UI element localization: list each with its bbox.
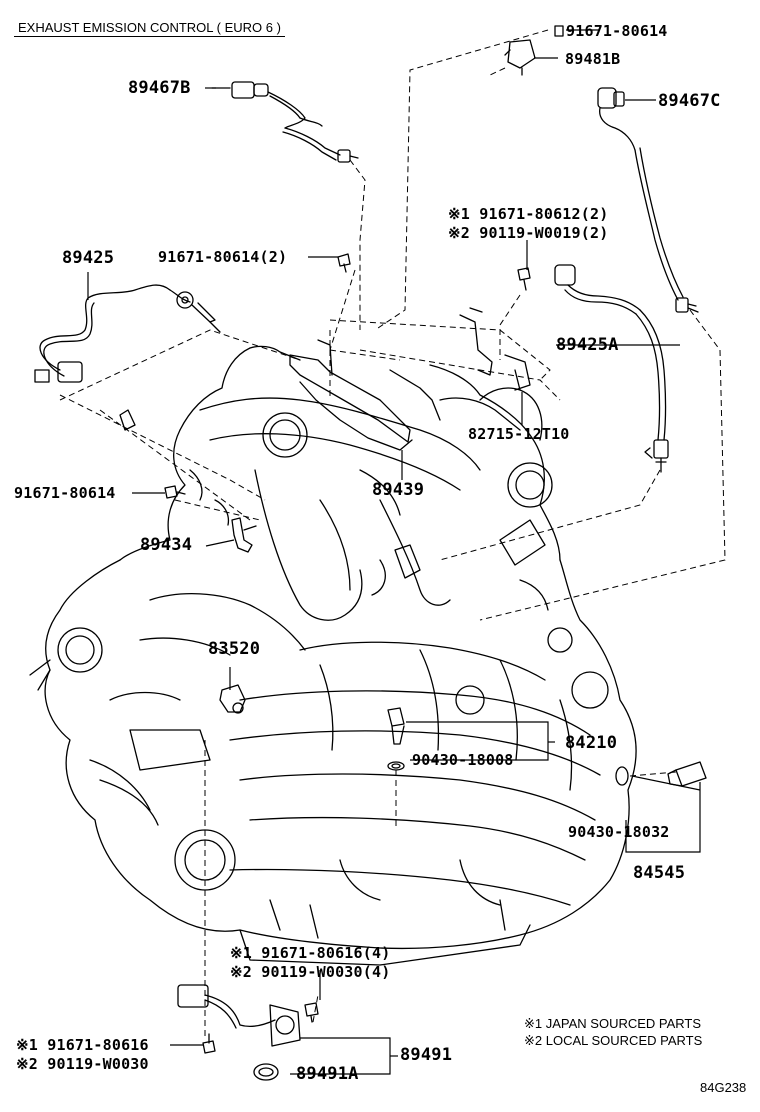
part-label-89467c[interactable]: 89467C xyxy=(658,91,721,111)
part-label-83520[interactable]: 83520 xyxy=(208,639,261,659)
sensor-89425a-drawing xyxy=(554,264,669,473)
part-label-90430-18032[interactable]: 90430-18032 xyxy=(568,823,670,841)
bracket-89439-drawing xyxy=(289,307,531,451)
part-label-89491a[interactable]: 89491A xyxy=(296,1064,359,1084)
sensor-84210-drawing xyxy=(387,707,405,771)
part-label-90430-18008[interactable]: 90430-18008 xyxy=(412,751,514,769)
sensor-89481b-drawing xyxy=(504,25,564,76)
diagram-title: EXHAUST EMISSION CONTROL ( EURO 6 ) xyxy=(14,20,285,37)
dashed-reference-lines xyxy=(59,29,726,1040)
part-label-89434[interactable]: 89434 xyxy=(140,535,193,555)
leader-lines xyxy=(87,29,701,1075)
bracket-89434-drawing xyxy=(119,409,257,553)
legend-local-sourced: ※2 LOCAL SOURCED PARTS xyxy=(524,1033,703,1048)
part-label-91671-80616[interactable]: ※1 91671-80616 xyxy=(16,1036,149,1054)
sensor-89491-drawing xyxy=(177,984,301,1081)
part-label-89425a[interactable]: 89425A xyxy=(556,335,619,355)
legend-japan-sourced: ※1 JAPAN SOURCED PARTS xyxy=(524,1016,702,1031)
part-label-91671-80616-4[interactable]: ※1 91671-80616(4) xyxy=(230,944,391,962)
part-label-84545[interactable]: 84545 xyxy=(633,863,686,883)
bolt-drawings xyxy=(164,253,531,1054)
sensor-83520-drawing xyxy=(219,684,246,714)
diagram-code: 84G238 xyxy=(700,1080,747,1095)
part-label-90119-w0030-4[interactable]: ※2 90119-W0030(4) xyxy=(230,963,391,981)
part-label-89467b[interactable]: 89467B xyxy=(128,78,191,98)
part-label-89481b[interactable]: 89481B xyxy=(565,50,621,68)
part-label-90119-w0019[interactable]: ※2 90119-W0019(2) xyxy=(448,224,609,242)
engine-block-outline xyxy=(29,345,637,966)
part-label-89491[interactable]: 89491 xyxy=(400,1045,453,1065)
part-label-89439[interactable]: 89439 xyxy=(372,480,425,500)
part-label-91671-80612[interactable]: ※1 91671-80612(2) xyxy=(448,205,609,223)
part-label-91671-80614-top[interactable]: 91671-80614 xyxy=(566,22,668,40)
part-label-90119-w0030[interactable]: ※2 90119-W0030 xyxy=(16,1055,149,1073)
part-label-82715-12t10[interactable]: 82715-12T10 xyxy=(468,425,570,443)
sensor-89467c-drawing xyxy=(597,87,699,313)
sensor-89425-drawing xyxy=(34,284,221,383)
part-label-91671-80614-2[interactable]: 91671-80614(2) xyxy=(158,248,288,266)
sensor-89467b-drawing xyxy=(211,81,359,163)
part-label-89425[interactable]: 89425 xyxy=(62,248,115,268)
part-label-91671-80614-mid[interactable]: 91671-80614 xyxy=(14,484,116,502)
part-label-84210[interactable]: 84210 xyxy=(565,733,618,753)
